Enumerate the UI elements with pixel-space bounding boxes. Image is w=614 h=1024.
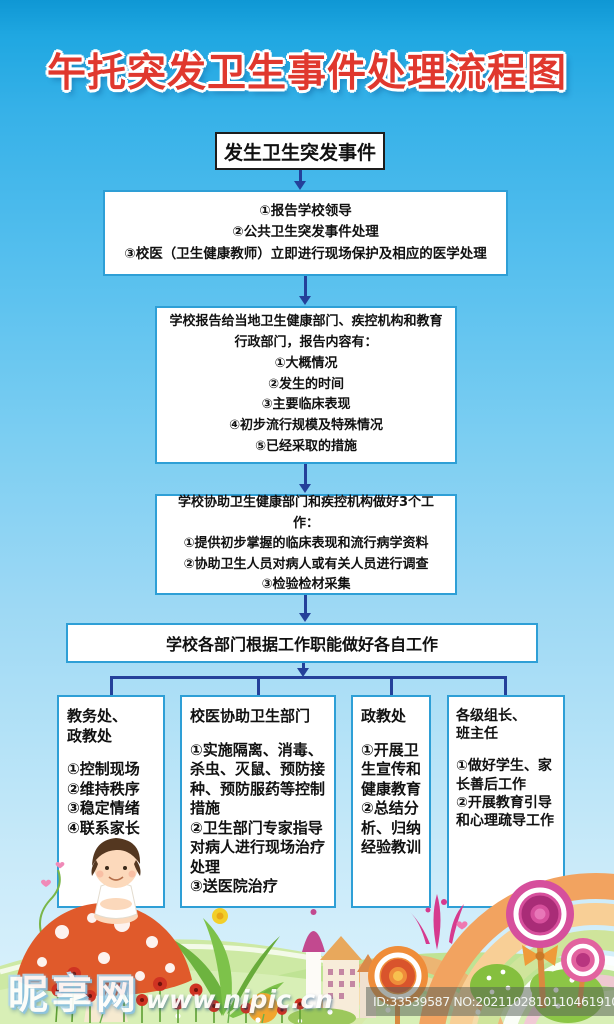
departments-box: 学校各部门根据工作职能做好各自工作 <box>66 623 538 663</box>
down-arrow-head <box>299 296 311 305</box>
step-item: ③检验检材采集 <box>261 577 351 593</box>
branch-item: ③稳定情绪 <box>67 799 140 817</box>
down-arrow-head <box>299 484 311 493</box>
branch-box-banzhuren: 各级组长、 班主任 ①做好学生、家长善后工作 ②开展教育引导和心理疏导工作 <box>447 695 565 908</box>
down-arrow <box>304 595 307 614</box>
departments-label: 学校各部门根据工作职能做好各自工作 <box>165 635 438 654</box>
step-line: ②公共卫生突发事件处理 <box>232 224 379 241</box>
step-item: ②协助卫生人员对病人或有关人员进行调查 <box>183 556 429 572</box>
branch-title: 政教处 <box>361 707 407 725</box>
branch-box-xiaoyi: 校医协助卫生部门 ①实施隔离、消毒、杀虫、灭鼠、预防接种、预防服药等控制措施 ②… <box>180 695 336 908</box>
step-assist-box: 学校协助卫生健康部门和疾控机构做好3个工作： ①提供初步掌握的临床表现和流行病学… <box>155 494 457 595</box>
down-arrow-head <box>297 668 309 677</box>
site-url: www.nipic.cn <box>146 985 333 1014</box>
branch-item: ①开展卫生宣传和健康教育 <box>361 740 422 798</box>
branch-item: ①控制现场 <box>67 760 140 778</box>
branch-drop-line <box>504 676 507 695</box>
branch-connector-line <box>111 676 507 679</box>
down-arrow <box>299 170 302 182</box>
branch-drop-line <box>257 676 260 695</box>
down-arrow <box>302 663 305 670</box>
branch-item: ②维持秩序 <box>67 779 140 798</box>
step-item: ⑤已经采取的措施 <box>254 438 357 454</box>
branch-title: 教务处、 政教处 <box>67 707 128 745</box>
step-report-leader-box: ①报告学校领导 ②公共卫生突发事件处理 ③校医（卫生健康教师）立即进行现场保护及… <box>103 190 508 276</box>
id-badge: ID:33539587 NO:20211028101104619100 <box>366 987 614 1016</box>
branch-item: ①实施隔离、消毒、杀虫、灭鼠、预防接种、预防服药等控制措施 <box>190 740 326 818</box>
branch-title: 校医协助卫生部门 <box>190 707 311 725</box>
step-item: ②发生的时间 <box>267 376 344 392</box>
branch-box-zhengjiaochu: 政教处 ①开展卫生宣传和健康教育 ②总结分析、归纳经验教训 <box>351 695 431 908</box>
branch-title: 各级组长、 班主任 <box>456 708 526 743</box>
branch-item: ②总结分析、归纳经验教训 <box>361 799 422 856</box>
branch-item: ①做好学生、家长善后工作 <box>456 758 552 793</box>
branch-item: ④联系家长 <box>67 818 140 837</box>
start-box: 发生卫生突发事件 <box>215 132 385 170</box>
step-intro: 学校报告给当地卫生健康部门、疾控机构和教育行政部门，报告内容有： <box>169 314 443 350</box>
branch-drop-line <box>390 676 393 695</box>
branch-box-jiaowu-zhengjiao: 教务处、 政教处 ①控制现场 ②维持秩序 ③稳定情绪 ④联系家长 <box>57 695 165 908</box>
step-item: ①提供初步掌握的临床表现和流行病学资料 <box>183 536 429 552</box>
branch-item: ②卫生部门专家指导对病人进行现场治疗处理 <box>190 818 326 876</box>
step-item: ③主要临床表现 <box>261 397 351 413</box>
down-arrow <box>304 464 307 485</box>
step-line: ③校医（卫生健康教师）立即进行现场保护及相应的医学处理 <box>124 245 487 262</box>
branch-item: ③送医院治疗 <box>190 877 278 895</box>
poster-title: 午托突发卫生事件处理流程图 <box>46 51 567 96</box>
step-item: ①大概情况 <box>274 355 338 371</box>
branch-item: ②开展教育引导和心理疏导工作 <box>456 794 554 829</box>
step-intro: 学校协助卫生健康部门和疾控机构做好3个工作： <box>177 495 435 531</box>
start-label: 发生卫生突发事件 <box>223 141 376 164</box>
step-line: ①报告学校领导 <box>259 202 352 219</box>
step-item: ④初步流行规模及特殊情况 <box>228 418 383 434</box>
branch-drop-line <box>110 676 113 695</box>
down-arrow <box>304 276 307 297</box>
site-name: 昵享网 <box>8 972 140 1018</box>
down-arrow-head <box>294 181 306 190</box>
step-report-authorities-box: 学校报告给当地卫生健康部门、疾控机构和教育行政部门，报告内容有： ①大概情况 ②… <box>155 306 457 464</box>
down-arrow-head <box>299 613 311 622</box>
